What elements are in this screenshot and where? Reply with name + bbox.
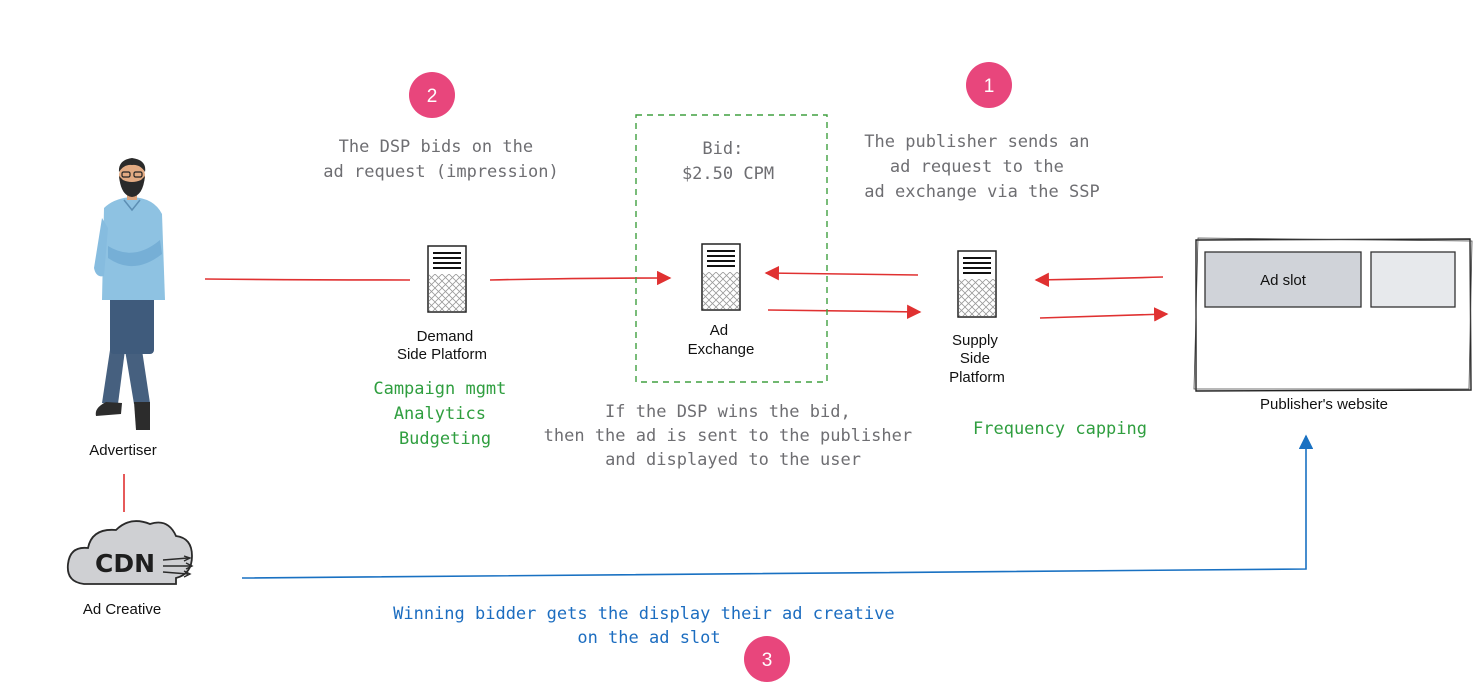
dsp-label: Demand Side Platform	[397, 328, 487, 363]
step-3-text: Winning bidder gets the display their ad…	[393, 604, 905, 648]
cdn-to-publisher-arrow	[241, 434, 1314, 579]
dsp-label-line: Side Platform	[397, 346, 487, 363]
step-3-badge	[744, 636, 790, 682]
exchange-to-ssp-arrow	[767, 304, 922, 320]
exchange-note-line: then the ad is sent to the publisher	[544, 426, 912, 446]
ssp-to-exchange-arrow	[764, 265, 919, 281]
dsp-feature-item: Analytics	[394, 404, 486, 424]
ad-creative-label: Ad Creative	[83, 601, 161, 618]
ssp-label-line: Side	[960, 350, 990, 367]
exchange-note-line: and displayed to the user	[605, 450, 861, 470]
step-2-text: The DSP bids on the ad request (impressi…	[323, 137, 558, 182]
dsp-feature-item: Budgeting	[399, 429, 491, 449]
ssp-label: Supply Side Platform	[949, 332, 1005, 386]
advertiser-label: Advertiser	[89, 442, 157, 459]
ad-exchange-label: Ad Exchange	[688, 322, 755, 358]
step-2-badge	[409, 72, 455, 118]
ssp-server-icon	[957, 250, 997, 318]
ad-slot-label: Ad slot	[1260, 272, 1307, 289]
dsp-label-line: Demand	[417, 328, 474, 345]
exchange-note-line: If the DSP wins the bid,	[605, 402, 851, 422]
bid-amount: Bid: $2.50 CPM	[682, 139, 774, 184]
step-1-text-line: ad request to the	[890, 157, 1064, 177]
step-1-badge	[966, 62, 1012, 108]
step-1-number: 1	[984, 76, 995, 97]
dsp-to-exchange-arrow	[489, 270, 672, 286]
cdn-icon-text: CDN	[95, 549, 155, 578]
publisher-to-ssp-arrow	[1034, 272, 1164, 287]
connector-lines	[123, 265, 1314, 579]
step-2-text-line: The DSP bids on the	[339, 137, 533, 157]
ssp-label-line: Platform	[949, 369, 1005, 386]
bid-line: $2.50 CPM	[682, 164, 774, 184]
ssp-feature-item: Frequency capping	[973, 419, 1147, 439]
cdn-cloud-icon	[66, 520, 194, 585]
dsp-feature-item: Campaign mgmt	[373, 379, 506, 399]
step-1-text: The publisher sends an ad request to the…	[864, 132, 1099, 202]
secondary-content-block	[1370, 251, 1456, 308]
step-3-text-line: Winning bidder gets the display their ad…	[393, 604, 895, 624]
step-3-number: 3	[762, 650, 773, 671]
ssp-label-line: Supply	[952, 332, 998, 349]
ad-slot	[1204, 251, 1362, 308]
step-1-text-line: ad exchange via the SSP	[864, 182, 1099, 202]
step-2-text-line: ad request (impression)	[323, 162, 558, 182]
publisher-website-label: Publisher's website	[1260, 396, 1388, 413]
exchange-note: If the DSP wins the bid, then the ad is …	[544, 402, 923, 470]
bid-line: Bid:	[702, 139, 743, 159]
step-3-text-line: on the ad slot	[577, 628, 720, 648]
step-2-number: 2	[427, 86, 438, 107]
advertiser-person-icon	[94, 158, 165, 430]
ssp-to-publisher-arrow	[1039, 307, 1169, 322]
dsp-server-icon	[427, 245, 467, 313]
step-1-text-line: The publisher sends an	[864, 132, 1089, 152]
ad-exchange-server-icon	[701, 243, 741, 311]
ad-exchange-label-line: Ad	[710, 322, 728, 339]
publisher-website-frame	[1193, 237, 1473, 392]
ad-exchange-boundary	[635, 114, 828, 383]
dsp-features: Campaign mgmt Analytics Budgeting	[373, 379, 516, 449]
ad-exchange-label-line: Exchange	[688, 341, 755, 358]
advertiser-to-dsp-line	[204, 278, 411, 281]
